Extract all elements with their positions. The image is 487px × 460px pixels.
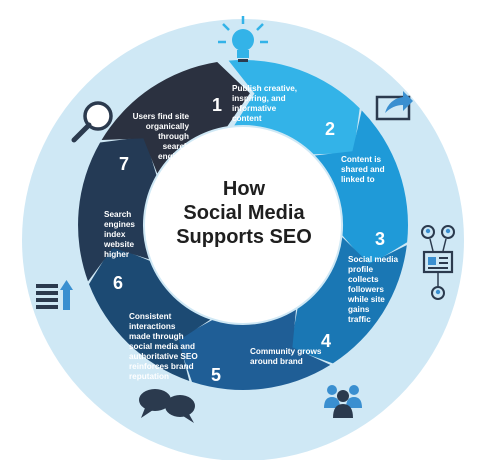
step-6-text-line: index [104, 230, 126, 239]
step-1-text-line: inspiring, and [232, 94, 286, 103]
step-5-text-line: Consistent [129, 312, 172, 321]
chat-bubbles-icon [139, 389, 195, 423]
step-7-number: 7 [119, 154, 129, 174]
step-7-arrow [101, 62, 250, 174]
center-title-line-1: How [222, 178, 266, 200]
step-6-number: 6 [113, 273, 123, 293]
step-7-text-line: search [163, 142, 189, 151]
step-4-text-line: around brand [250, 357, 303, 366]
step-3-text-line: followers [348, 285, 384, 294]
step-7-text-line: through [158, 132, 189, 141]
step-6-text-line: website [103, 240, 134, 249]
step-1-text-line: informative [232, 104, 277, 113]
step-5-text-line: interactions [129, 322, 176, 331]
lightbulb-icon [218, 16, 268, 62]
step-2-text-line: shared and [341, 165, 385, 174]
step-7-text-line: organically [146, 122, 190, 131]
magnifier-icon [71, 101, 113, 143]
step-3-text-line: profile [348, 265, 373, 274]
step-5-text-line: social media and [129, 342, 195, 351]
step-2-text-line: Content is [341, 155, 381, 164]
step-6-text-line: engines [104, 220, 135, 229]
step-5-number: 5 [211, 365, 221, 385]
step-3-text-line: while site [347, 295, 385, 304]
step-6-text-line: higher [104, 250, 130, 259]
step-3-text-line: Social media [348, 255, 399, 264]
step-5-arrow [89, 245, 211, 381]
step-3-text-line: traffic [348, 315, 371, 324]
step-5-text-line: authoritative SEO [129, 352, 198, 361]
step-5-text-line: reinforces brand [129, 362, 194, 371]
step-1-text-line: Publish creative, [232, 84, 297, 93]
step-1-arrow [228, 59, 360, 155]
community-people-icon [324, 385, 362, 418]
step-5-text-line: made through [129, 332, 184, 341]
center-title-line-3: Supports SEO [176, 226, 312, 248]
step-4-text-line: Community grows [250, 347, 322, 356]
step-7-text-line: Users find site [133, 112, 190, 121]
step-4-arrow [177, 309, 331, 390]
step-3-text-line: collects [348, 275, 379, 284]
step-3-arrow [290, 237, 407, 364]
step-3-text-line: gains [348, 305, 370, 314]
share-arrow-icon [375, 91, 413, 121]
step-4-number: 4 [321, 331, 331, 351]
step-1-number: 1 [212, 95, 222, 115]
center-disc [145, 127, 341, 323]
step-2-text-line: linked to [341, 175, 375, 184]
step-3-number: 3 [375, 229, 385, 249]
step-6-text-line: Search [104, 210, 131, 219]
network-profile-icon [421, 225, 455, 300]
step-5-text-line: reputation [129, 372, 169, 381]
step-1-text-line: content [232, 114, 262, 123]
step-2-number: 2 [325, 119, 335, 139]
step-7-text-line: engines [158, 152, 189, 161]
step-2-arrow [314, 110, 408, 266]
center-title: How Social Media Supports SEO [148, 177, 340, 249]
center-title-line-2: Social Media [183, 202, 305, 224]
ranking-chart-icon [36, 280, 73, 310]
step-6-arrow [78, 136, 157, 282]
